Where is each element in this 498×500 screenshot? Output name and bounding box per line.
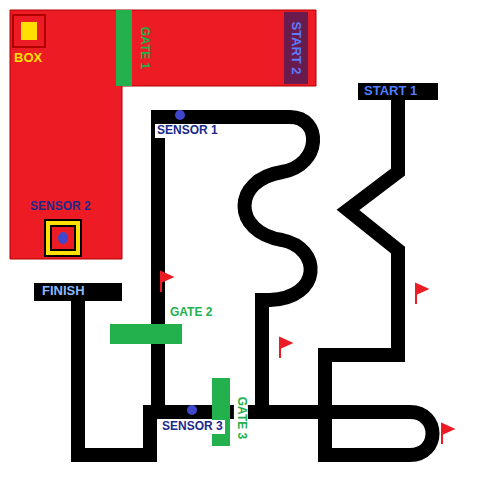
sensor-box: SENSOR 2 bbox=[28, 200, 108, 258]
course-label: GATE 2 bbox=[168, 306, 214, 320]
course-label: GATE 3 bbox=[234, 395, 248, 441]
course-label: GATE 1 bbox=[137, 27, 151, 69]
start-bar: START 1 bbox=[358, 83, 438, 100]
course-label: SENSOR 3 bbox=[160, 420, 225, 434]
course-label: FINISH bbox=[42, 284, 85, 299]
gate: GATE 3 bbox=[212, 378, 252, 446]
finish-bar: FINISH bbox=[34, 283, 122, 301]
sensor-dot bbox=[58, 232, 68, 244]
course-label: SENSOR 2 bbox=[30, 200, 91, 214]
gate: GATE 1 bbox=[116, 10, 154, 86]
gate-bar bbox=[116, 10, 132, 86]
box-target: BOX bbox=[12, 14, 52, 70]
course-label: START 2 bbox=[289, 21, 304, 74]
course-label: BOX bbox=[14, 51, 42, 66]
gate: GATE 2 bbox=[110, 306, 222, 346]
gate-bar bbox=[110, 324, 182, 344]
course-label: START 1 bbox=[364, 84, 417, 99]
start-box: START 2 bbox=[284, 12, 308, 84]
course-label: SENSOR 1 bbox=[155, 124, 220, 138]
box-block bbox=[21, 22, 37, 40]
gate-bar bbox=[212, 378, 230, 446]
